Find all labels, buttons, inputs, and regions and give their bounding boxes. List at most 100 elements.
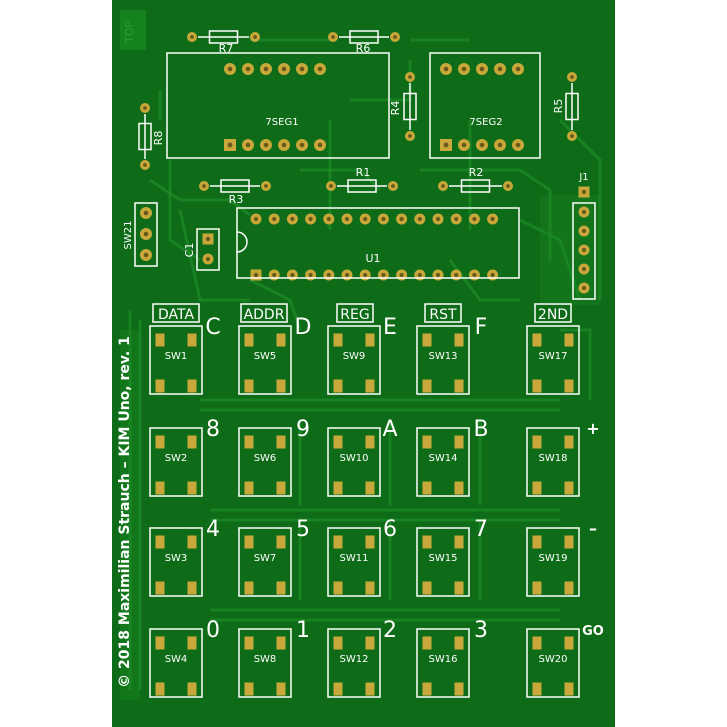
resistor-r5-label: R5	[552, 99, 565, 114]
switch-sw15-pad-3	[454, 581, 464, 595]
resistor-r1-body	[347, 179, 377, 193]
resistor-r3-body	[220, 179, 250, 193]
resistor-r1-label: R1	[356, 166, 371, 179]
capacitor-c1-label: C1	[183, 243, 196, 258]
pad-hole	[443, 66, 449, 72]
switch-sw12-pad-0	[333, 636, 343, 650]
switch-sw17-pad-1	[564, 333, 574, 347]
switch-sw14-pad-2	[422, 481, 432, 495]
pad-hole	[143, 231, 149, 237]
pad-hole	[272, 216, 277, 222]
key-legend-sw4: 0	[206, 618, 220, 643]
key-legend-sw3: 4	[206, 517, 220, 542]
switch-sw20-label: SW20	[539, 654, 568, 665]
switch-sw10-label: SW10	[340, 453, 369, 464]
pad-hole	[143, 163, 147, 167]
top-marker-box	[120, 10, 146, 50]
switch-sw16-outline	[416, 628, 470, 698]
pad-hole	[202, 184, 206, 188]
key-legend-sw15: 7	[474, 517, 488, 542]
pad-hole	[245, 66, 251, 72]
switch-sw6-pad-3	[276, 481, 286, 495]
switch-sw15-outline	[416, 527, 470, 597]
component-footprints	[140, 32, 590, 696]
pad-hole	[326, 216, 331, 222]
pad-hole	[454, 272, 459, 278]
display-7seg1-outline	[166, 52, 390, 159]
resistor-r3-label: R3	[229, 193, 244, 206]
function-label-box-0	[152, 303, 200, 323]
copper-pour-right	[540, 195, 600, 305]
pad-hole	[143, 252, 149, 258]
pad-hole	[479, 142, 485, 148]
function-label-data: DATA	[158, 307, 194, 323]
switch-sw4-pad-0	[155, 636, 165, 650]
pad-hole	[253, 272, 259, 278]
key-legend-sw9: E	[383, 315, 397, 340]
pad-hole	[570, 134, 574, 138]
pad-hole	[581, 247, 587, 253]
key-legend-sw7: 5	[296, 517, 310, 542]
switch-sw11-pad-2	[333, 581, 343, 595]
ic-u1-outline	[236, 207, 520, 279]
switch-sw17-pad-2	[532, 379, 542, 393]
board-substrate	[112, 0, 615, 727]
switch-sw1-outline	[149, 325, 203, 395]
pad-hole	[245, 142, 251, 148]
switch-sw8-pad-0	[244, 636, 254, 650]
switch-sw4-pad-3	[187, 682, 197, 696]
switch-sw9-pad-3	[365, 379, 375, 393]
trace-7	[249, 278, 302, 331]
trace-21	[560, 328, 592, 400]
switch-sw5-pad-1	[276, 333, 286, 347]
switch-sw7-outline	[238, 527, 292, 597]
switch-sw12-outline	[327, 628, 381, 698]
pad-hole	[381, 272, 386, 278]
pad-hole	[399, 272, 404, 278]
switch-sw19-pad-1	[564, 535, 574, 549]
switch-sw21-label: SW21	[123, 221, 134, 250]
switch-sw17-label: SW17	[539, 351, 568, 362]
switch-sw11-pad-3	[365, 581, 375, 595]
switch-sw7-pad-2	[244, 581, 254, 595]
pad-hole	[570, 75, 574, 79]
switch-sw18-pad-2	[532, 481, 542, 495]
switch-sw13-pad-2	[422, 379, 432, 393]
pad-hole	[417, 216, 422, 222]
pad-hole	[272, 272, 277, 278]
ic-u1-notch	[236, 231, 248, 253]
pad-hole	[299, 66, 305, 72]
pad-hole	[329, 184, 333, 188]
switch-sw6-pad-0	[244, 435, 254, 449]
function-label-box-3	[424, 303, 462, 323]
display-7seg1-label: 7SEG1	[265, 117, 298, 128]
key-legend-sw19: –	[589, 519, 597, 538]
switch-sw13-pad-3	[454, 379, 464, 393]
function-label-box-2	[336, 303, 374, 323]
switch-sw18-pad-3	[564, 481, 574, 495]
resistor-r7-label: R7	[219, 42, 234, 55]
pad-hole	[581, 285, 587, 291]
key-legend-sw2: 8	[206, 417, 220, 442]
switch-sw14-pad-3	[454, 481, 464, 495]
ic-u1-label: U1	[365, 252, 380, 265]
switch-sw3-outline	[149, 527, 203, 597]
switch-sw7-pad-3	[276, 581, 286, 595]
switch-sw20-pad-2	[532, 682, 542, 696]
switch-sw8-pad-3	[276, 682, 286, 696]
pad-hole	[454, 216, 459, 222]
switch-sw14-pad-0	[422, 435, 432, 449]
switch-sw3-pad-1	[187, 535, 197, 549]
switch-sw9-pad-1	[365, 333, 375, 347]
resistor-r2-label: R2	[469, 166, 484, 179]
resistor-r6-label: R6	[356, 42, 371, 55]
switch-sw4-pad-2	[155, 682, 165, 696]
pad-hole	[264, 184, 268, 188]
switch-sw2-pad-2	[155, 481, 165, 495]
switch-sw6-outline	[238, 427, 292, 497]
switch-sw20-pad-1	[564, 636, 574, 650]
key-legend-sw8: 1	[296, 618, 310, 643]
switch-sw6-pad-1	[276, 435, 286, 449]
switch-sw16-pad-1	[454, 636, 464, 650]
